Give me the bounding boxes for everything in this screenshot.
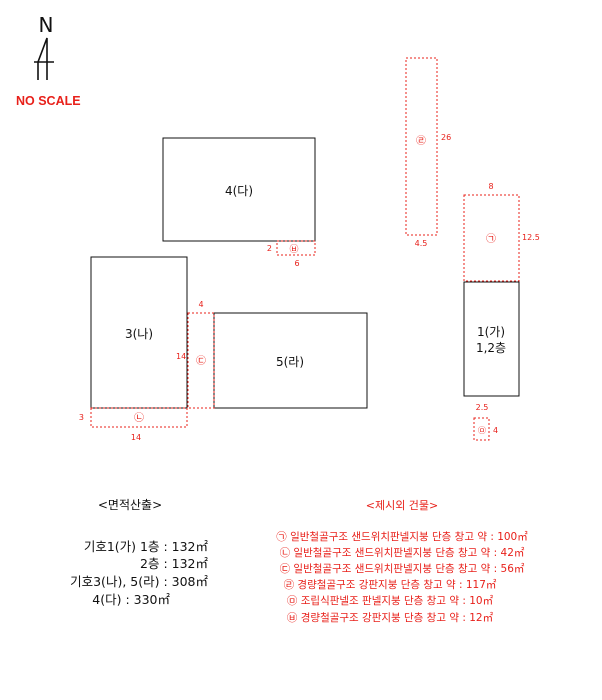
excluded-buildings-title: <제시외 건물> [366,499,439,512]
unlisted-building-f-outline [276,240,316,256]
unlisted-building-b: ㉡ 3 14 [79,407,188,442]
building-1-outline [463,281,520,397]
unlisted-building-f-symbol: ㉥ [289,244,298,255]
excluded-building-item: ㉤ 조립식판넬조 판넬지붕 단층 창고 약 : 10㎡ [287,594,494,607]
excluded-buildings: <제시외 건물> ㉠ 일반철골구조 샌드위치판넬지붕 단층 창고 약 : 100… [276,499,528,624]
unlisted-building-f-dim-2: 6 [294,259,299,268]
area-calculation-line-3: 기호3(나), 5(라) : 308㎡ [70,574,208,589]
building-1-label-1: 1(가) [477,325,505,339]
building-4: 4(다) [162,137,316,242]
building-1: 1(가) 1,2층 [463,281,520,397]
unlisted-building-b-dim-2: 14 [131,433,141,442]
area-calculation-line-2: 2층 : 132㎡ [140,556,208,571]
excluded-building-item: ㉢ 일반철골구조 샌드위치판넬지붕 단층 창고 약 : 56㎡ [280,562,525,575]
unlisted-building-c-dim-1: 4 [198,300,203,309]
north-arrow-icon [37,37,48,80]
unlisted-building-b-outline [90,407,188,428]
excluded-building-item: ㉠ 일반철골구조 샌드위치판넬지붕 단층 창고 약 : 100㎡ [276,530,528,543]
unlisted-building-a-outline [463,194,520,282]
unlisted-building-a-symbol: ㉠ [486,233,496,245]
building-3-label: 3(나) [125,327,153,341]
unlisted-building-a-dim-1: 8 [488,182,493,191]
unlisted-building-b-dim-1: 3 [79,413,84,422]
building-4-label: 4(다) [225,184,253,198]
area-calculation-title: <면적산출> [98,498,162,512]
area-calculation-line-1: 기호1(가) 1층 : 132㎡ [84,539,209,554]
building-5: 5(라) [213,312,368,409]
area-calculation-line-4: 4(다) : 330㎡ [92,592,170,607]
scale-note: NO SCALE [16,94,81,108]
unlisted-building-e-outline [473,417,490,441]
building-1-label-2: 1,2층 [476,341,506,355]
unlisted-building-b-symbol: ㉡ [134,412,144,424]
unlisted-building-d-dim-2: 4.5 [415,239,428,248]
unlisted-building-d-dim-1: 26 [441,133,451,142]
excluded-building-item: ㉥ 경량철골구조 강판지붕 단층 창고 약 : 12㎡ [287,611,494,624]
unlisted-building-c-outline [187,312,215,409]
building-3: 3(나) [90,256,188,409]
excluded-building-item: ㉡ 일반철골구조 샌드위치판넬지붕 단층 창고 약 : 42㎡ [280,546,525,559]
unlisted-building-f-dim-1: 2 [267,244,272,253]
unlisted-building-c-symbol: ㉢ [196,355,206,367]
excluded-building-item: ㉣ 경량철골구조 강판지붕 단층 창고 약 : 117㎡ [284,578,497,591]
unlisted-building-e-dim-2: 4 [493,426,498,435]
unlisted-building-c-dim-2: 14 [176,352,186,361]
unlisted-building-e-dim-1: 2.5 [476,403,489,412]
north-arrow: N [34,13,54,80]
unlisted-building-e: ㉤ 2.5 4 [473,403,498,441]
unlisted-building-d: ㉣ 26 4.5 [405,57,451,248]
building-4-outline [162,137,316,242]
area-calculation: <면적산출> 기호1(가) 1층 : 132㎡ 2층 : 132㎡ 기호3(나)… [70,498,208,607]
building-5-label: 5(라) [276,355,304,369]
unlisted-building-f: ㉥ 2 6 [267,240,316,268]
unlisted-building-e-symbol: ㉤ [478,426,486,435]
unlisted-building-a-dim-2: 12.5 [522,233,540,242]
north-letter: N [39,13,54,37]
unlisted-building-d-symbol: ㉣ [416,135,426,147]
unlisted-building-a: ㉠ 8 12.5 [463,182,540,282]
unlisted-building-c: ㉢ 4 14 [176,300,215,409]
